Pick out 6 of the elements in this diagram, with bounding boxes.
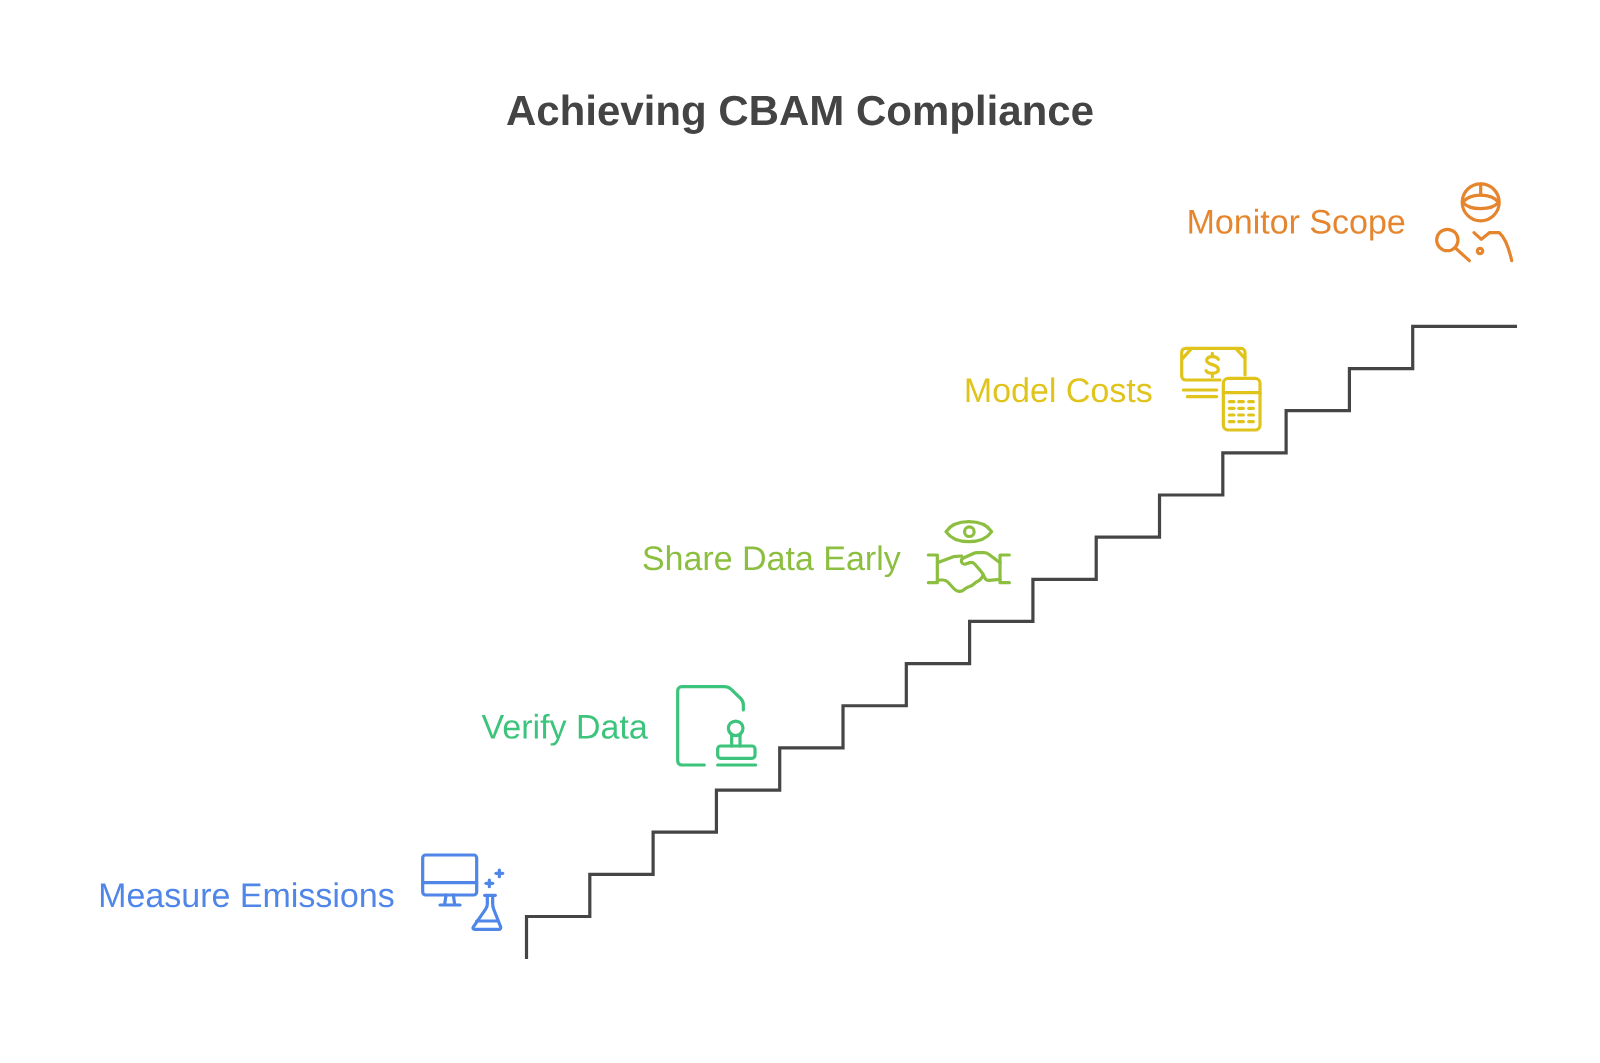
step-label: Model Costs [966,377,1152,403]
step-label: Measure Emissions [100,882,394,908]
step-label: Monitor Scope [1189,208,1405,241]
step-label: Verify Data [481,713,648,746]
step-label: Share Data Early [643,545,901,578]
title: Achieving CBAM Compliance [507,94,1093,134]
